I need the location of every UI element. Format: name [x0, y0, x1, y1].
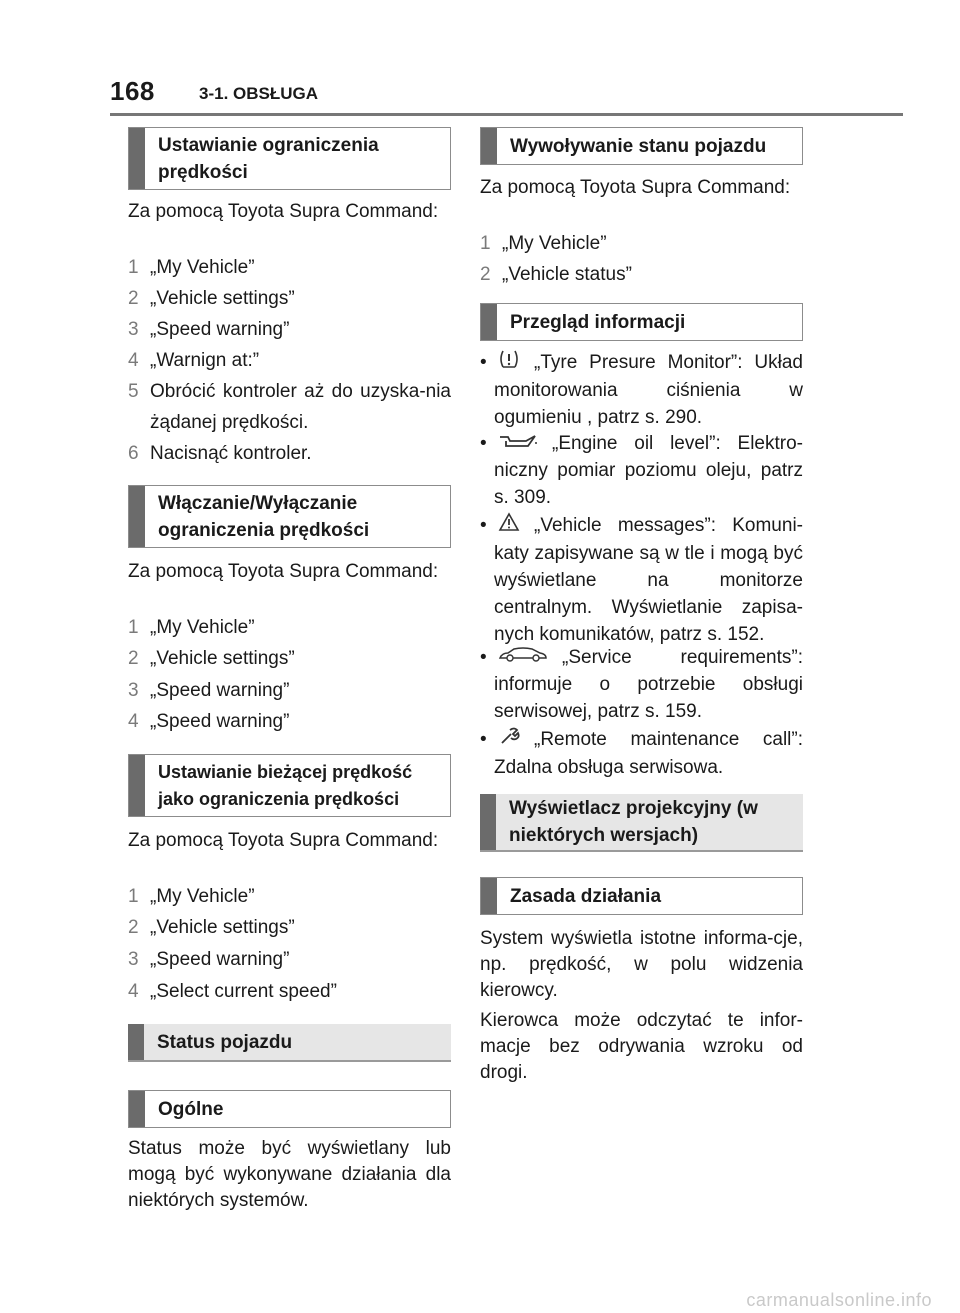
body-text: Kierowca może odczytać te infor-macje be…: [480, 1010, 803, 1083]
car-icon: [498, 644, 548, 671]
list-item: • „Engine oil level”: Elektro-niczny pom…: [480, 430, 803, 511]
step: 4„Select current speed”: [128, 981, 337, 1002]
step: 4„Warnign at:”: [128, 350, 260, 371]
step: 2„Vehicle settings”: [128, 917, 295, 938]
watermark: carmanualsonline.info: [746, 1290, 932, 1310]
page-number: 168: [110, 76, 155, 106]
section-heading: Przegląd informacji: [480, 303, 803, 341]
intro-text: Za pomocą Toyota Supra Command:: [480, 177, 791, 198]
step: 2„Vehicle settings”: [128, 288, 295, 309]
wrench-icon: [498, 726, 520, 754]
section-heading: Włączanie/Wyłączanie ograniczenia prędko…: [128, 485, 451, 548]
chapter-title: 3-1. OBSŁUGA: [199, 84, 319, 103]
section-heading: Status pojazdu: [128, 1024, 451, 1062]
step: 1„My Vehicle”: [480, 233, 607, 254]
section-heading: Ustawianie ograniczenia prędkości: [128, 127, 451, 190]
section-heading: Wywoływanie stanu pojazdu: [480, 127, 803, 165]
intro-text: Za pomocą Toyota Supra Command:: [128, 201, 439, 222]
oil-can-icon: [498, 430, 538, 457]
step: 3„Speed warning”: [128, 949, 290, 970]
step: 3„Speed warning”: [128, 319, 290, 340]
step: 1„My Vehicle”: [128, 886, 255, 907]
intro-text: Za pomocą Toyota Supra Command:: [128, 561, 439, 582]
step: 1„My Vehicle”: [128, 617, 255, 638]
list-item: • „Remote maintenance call”: Zdalna obsł…: [480, 726, 803, 781]
list-item: • „Service requirements”: informuje o po…: [480, 644, 803, 725]
step: 2„Vehicle settings”: [128, 648, 295, 669]
section-heading: Ogólne: [128, 1090, 451, 1128]
step: 1„My Vehicle”: [128, 257, 255, 278]
section-heading: Wyświetlacz projekcyjny (w niektórych we…: [480, 794, 803, 852]
list-item: • „Tyre Presure Monitor”: Układ monitoro…: [480, 349, 803, 431]
intro-text: Za pomocą Toyota Supra Command:: [128, 830, 439, 851]
section-heading: Zasada działania: [480, 877, 803, 915]
warning-triangle-icon: [498, 512, 520, 540]
body-text: System wyświetla istotne informa-cje, np…: [480, 928, 803, 1001]
step: 3„Speed warning”: [128, 680, 290, 701]
section-heading: Ustawianie bieżącej prędkość jako ograni…: [128, 754, 451, 817]
body-text: Status może być wyświetlany lub mogą być…: [128, 1138, 451, 1211]
header-rule: [110, 113, 903, 116]
tyre-pressure-icon: [498, 349, 520, 377]
list-item: • „Vehicle messages”: Komuni-katy zapisy…: [480, 512, 803, 648]
step: 2„Vehicle status”: [480, 264, 632, 285]
step: 4„Speed warning”: [128, 711, 290, 732]
